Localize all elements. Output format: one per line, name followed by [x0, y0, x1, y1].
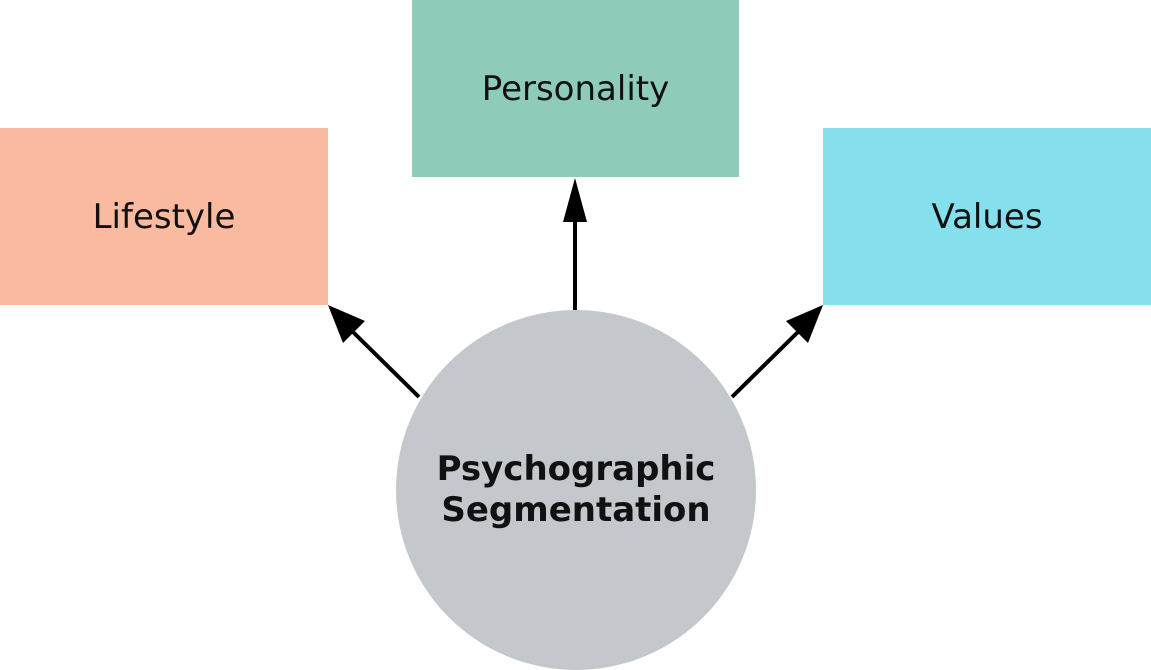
center-label-line2: Segmentation [441, 490, 711, 530]
arrow-to-values [730, 305, 823, 399]
personality-label: Personality [481, 68, 670, 109]
psychographic-segmentation-node: Psychographic Segmentation [396, 310, 756, 670]
personality-node: Personality [412, 0, 739, 177]
arrow-to-personality [563, 178, 587, 310]
lifestyle-node: Lifestyle [0, 128, 328, 305]
values-node: Values [823, 128, 1151, 305]
lifestyle-label: Lifestyle [92, 196, 236, 237]
arrow-to-lifestyle [328, 305, 421, 399]
values-label: Values [931, 196, 1043, 237]
center-label-line1: Psychographic [436, 449, 716, 490]
